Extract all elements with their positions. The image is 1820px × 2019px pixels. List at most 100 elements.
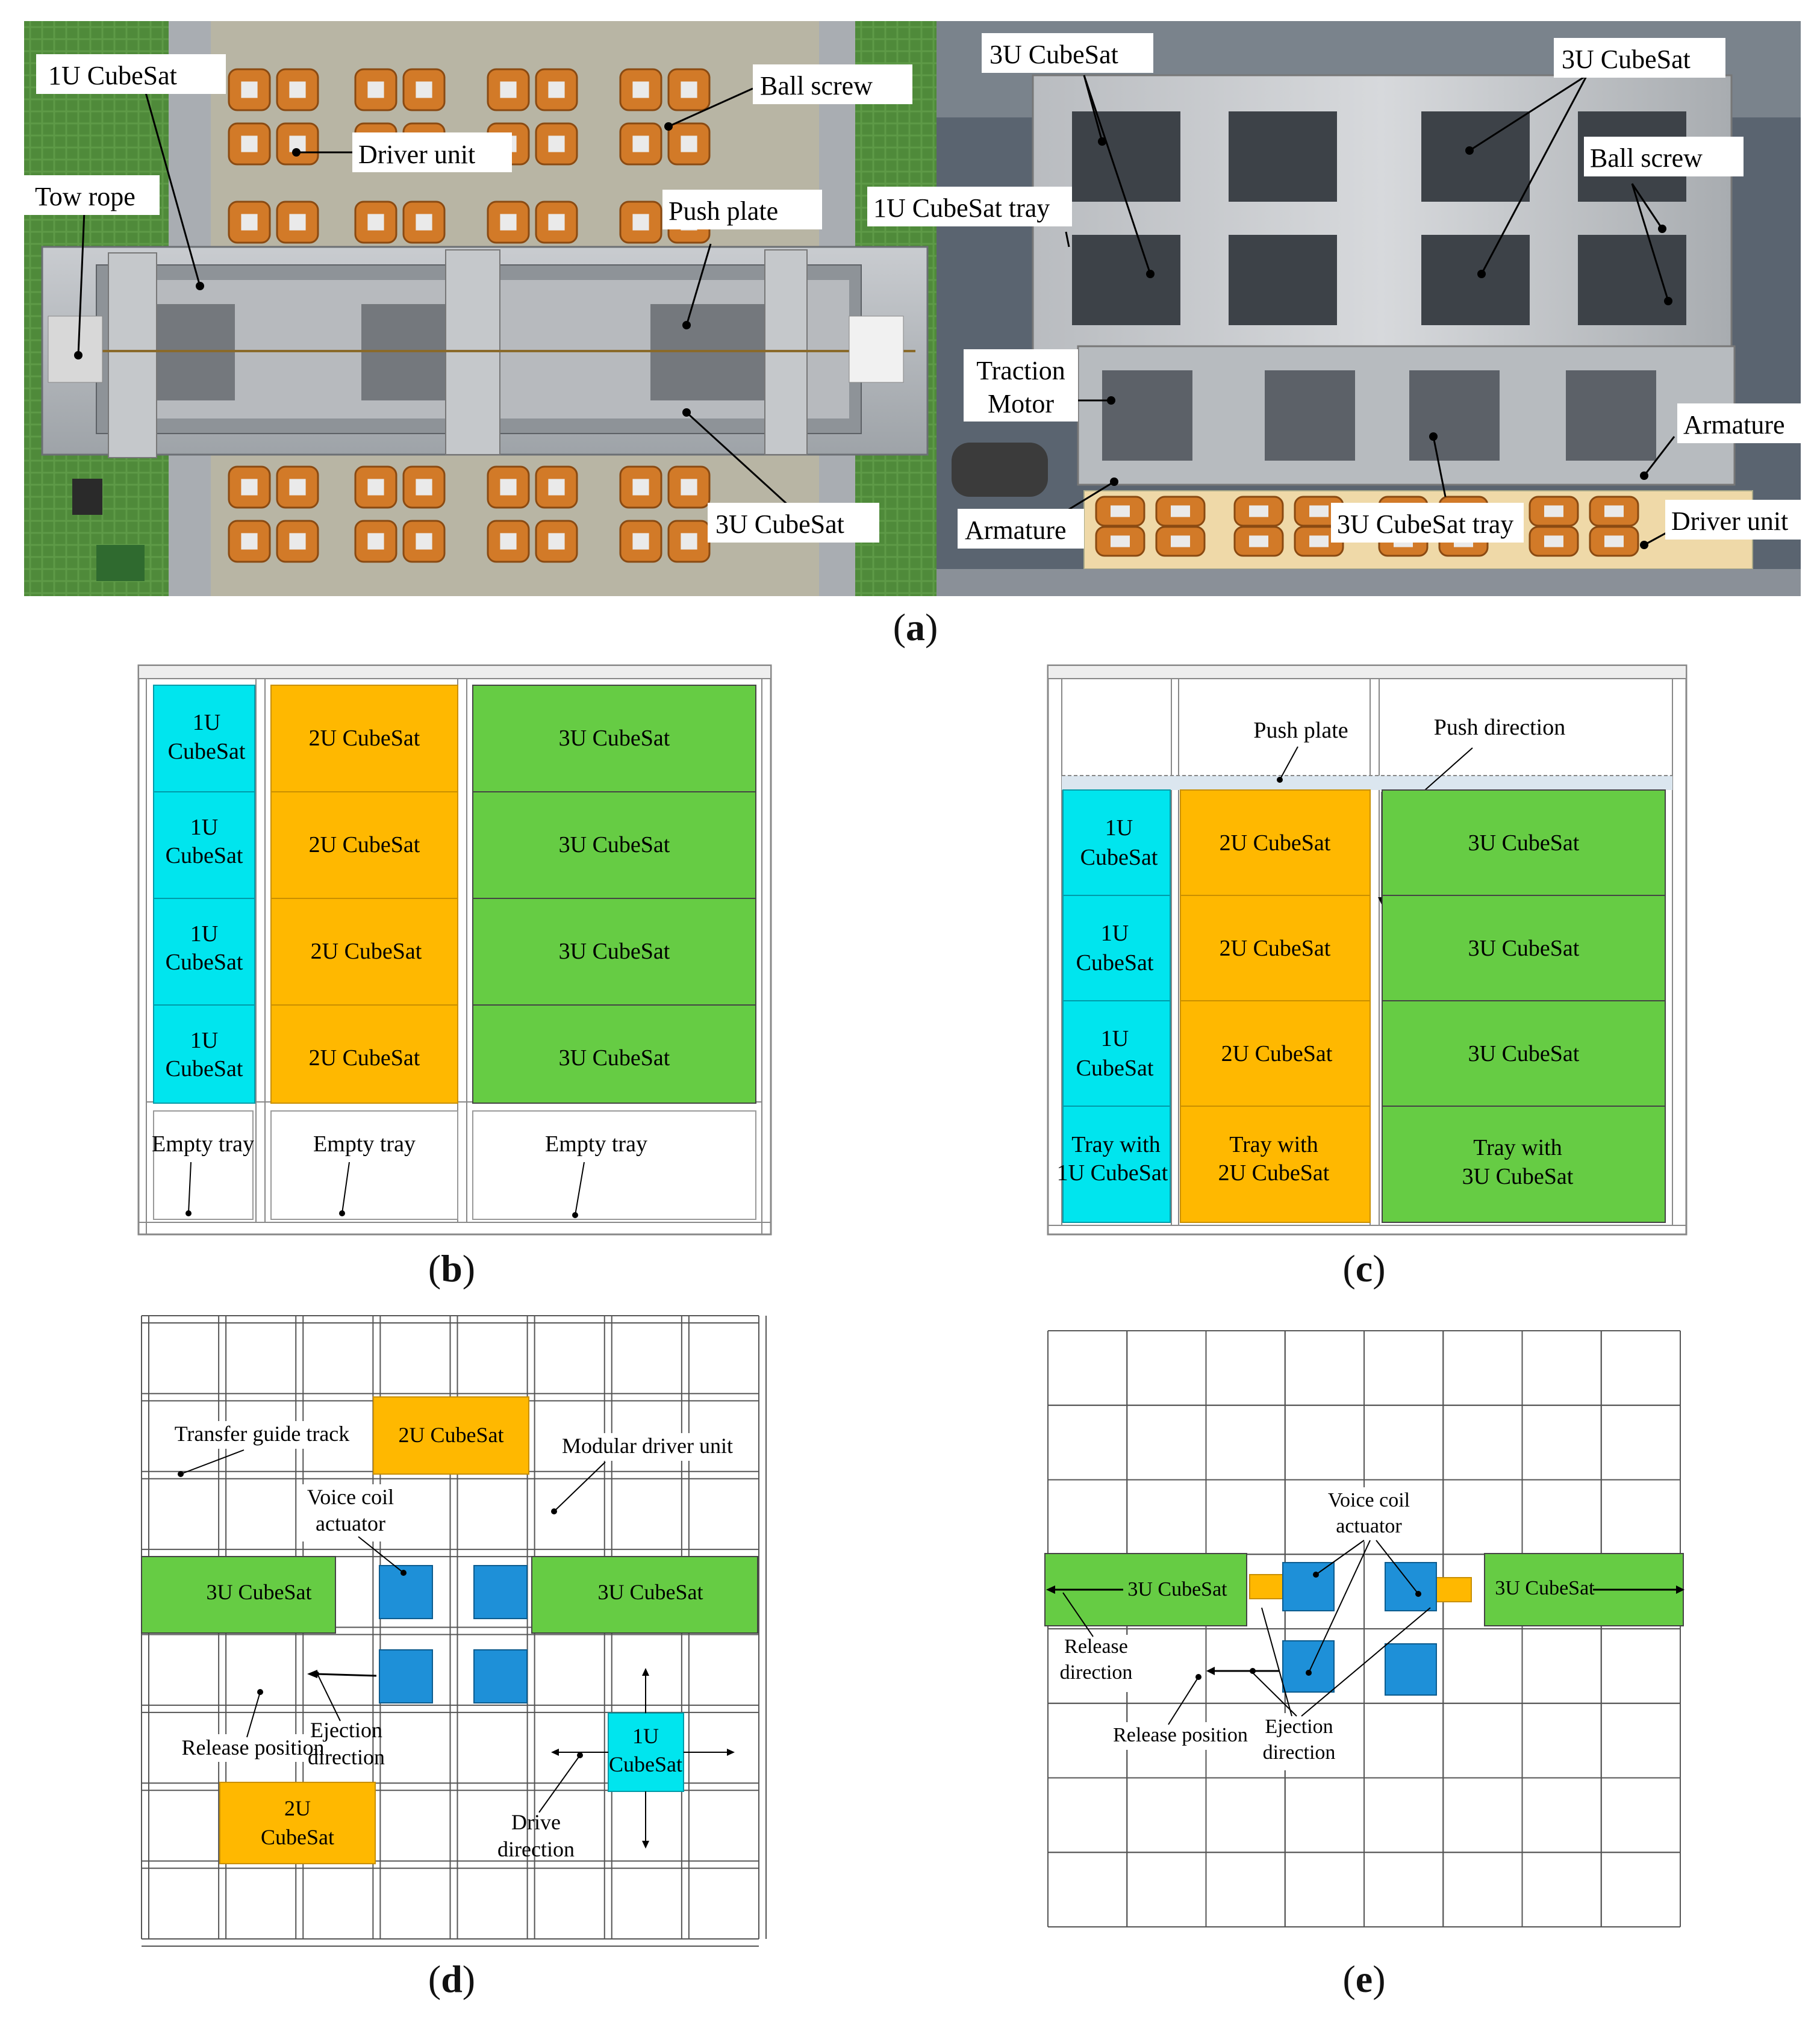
c-2u-2: 2U CubeSat: [1220, 936, 1331, 961]
b-col-1u: 1U CubeSat 1U CubeSat 1U CubeSat 1U Cube…: [153, 685, 255, 1104]
c-push-plate: Push plate: [1253, 718, 1348, 743]
e-voice-coil-2: actuator: [1336, 1515, 1402, 1537]
caption-c: (c): [1342, 1247, 1386, 1290]
d-2u-bottom-a: 2U: [284, 1796, 311, 1820]
e-armature-left: [1249, 1574, 1285, 1599]
e-coil-3: [1282, 1640, 1335, 1693]
d-3u-right: 3U CubeSat: [598, 1580, 703, 1604]
b-1u-1a: 1U: [193, 710, 220, 735]
label-driver-unit-right: Driver unit: [1671, 506, 1788, 536]
b-1u-4a: 1U: [190, 1028, 218, 1053]
c-col-3u: 3U CubeSat 3U CubeSat 3U CubeSat Tray wi…: [1382, 789, 1666, 1223]
label-ball-screw: Ball screw: [760, 71, 873, 101]
d-1u-a: 1U: [632, 1724, 659, 1748]
d-transfer-guide-track: Transfer guide track: [175, 1422, 350, 1446]
b-empty-3: Empty tray: [545, 1131, 647, 1157]
label-traction-2: Motor: [988, 389, 1054, 418]
panel-c-diagram: Push plate Push direction 1U CubeSat 1U …: [1045, 662, 1695, 1240]
c-3u-3: 3U CubeSat: [1468, 1041, 1580, 1066]
d-ejection-1: Ejection: [310, 1718, 382, 1742]
panel-d-diagram: 3U CubeSat 3U CubeSat 2U CubeSat 2U Cube…: [136, 1313, 768, 1951]
d-coil-4: [473, 1649, 528, 1703]
e-3u-right: 3U CubeSat: [1495, 1577, 1595, 1599]
b-1u-1b: CubeSat: [168, 739, 246, 764]
b-3u-2: 3U CubeSat: [559, 832, 670, 857]
panel-d-svg: 3U CubeSat 3U CubeSat 2U CubeSat 2U Cube…: [141, 1315, 767, 1947]
d-drive-2: direction: [497, 1837, 575, 1861]
panel-c-svg: Push plate Push direction 1U CubeSat 1U …: [1047, 664, 1688, 1236]
c-1u-3b: CubeSat: [1076, 1056, 1154, 1081]
label-3u-cubesat-r1: 3U CubeSat: [989, 40, 1118, 69]
c-1u-2a: 1U: [1101, 921, 1129, 946]
left-photo: [24, 21, 936, 596]
b-2u-4: 2U CubeSat: [309, 1045, 420, 1071]
c-tray-3u-b: 3U CubeSat: [1462, 1164, 1574, 1189]
label-1u-cubesat: 1U CubeSat: [48, 61, 177, 90]
panel-e-svg: 3U CubeSat 3U CubeSat Voice coil actuato…: [1044, 1330, 1684, 1927]
panel-a-left-labels: 1U CubeSat Tow rope Driver unit Ball scr…: [24, 54, 912, 543]
e-ejection-2: direction: [1263, 1741, 1336, 1764]
d-coil-3: [379, 1649, 433, 1703]
panel-e-diagram: 3U CubeSat 3U CubeSat Voice coil actuato…: [1039, 1325, 1701, 1939]
panel-a-svg: 1U CubeSat Tow rope Driver unit Ball scr…: [24, 21, 1807, 596]
c-3u-1: 3U CubeSat: [1468, 830, 1580, 856]
d-1u-b: CubeSat: [609, 1752, 682, 1776]
e-release-position: Release position: [1113, 1724, 1248, 1746]
panel-b-svg: 1U CubeSat 1U CubeSat 1U CubeSat 1U Cube…: [137, 664, 772, 1236]
e-3u-left: 3U CubeSat: [1127, 1578, 1227, 1601]
e-coil-2: [1385, 1562, 1437, 1611]
c-push-direction: Push direction: [1434, 715, 1565, 740]
b-empty-2: Empty tray: [313, 1131, 416, 1157]
b-1u-3a: 1U: [190, 921, 218, 947]
b-2u-3: 2U CubeSat: [311, 939, 422, 964]
d-drive-1: Drive: [511, 1810, 561, 1834]
d-2u-bottom-b: CubeSat: [261, 1825, 334, 1849]
c-tray-1u-a: Tray with: [1071, 1132, 1160, 1157]
panel-b-diagram: 1U CubeSat 1U CubeSat 1U CubeSat 1U Cube…: [136, 662, 777, 1240]
b-empty-1: Empty tray: [152, 1131, 254, 1157]
label-push-plate: Push plate: [668, 196, 778, 226]
label-3u-cubesat-left: 3U CubeSat: [715, 509, 844, 539]
b-1u-2a: 1U: [190, 815, 218, 840]
c-1u-1a: 1U: [1105, 815, 1133, 841]
c-1u-3a: 1U: [1101, 1026, 1129, 1051]
b-2u-2: 2U CubeSat: [309, 832, 420, 857]
e-release-2: direction: [1060, 1661, 1133, 1684]
c-2u-1: 2U CubeSat: [1220, 830, 1331, 856]
c-tray-2u-a: Tray with: [1229, 1132, 1318, 1157]
c-tray-1u-b: 1U CubeSat: [1057, 1160, 1168, 1186]
c-tray-3u-a: Tray with: [1473, 1135, 1562, 1160]
e-release-1: Release: [1064, 1635, 1128, 1658]
caption-e: (e): [1342, 1958, 1386, 2000]
c-1u-2b: CubeSat: [1076, 950, 1154, 975]
caption-a: (a): [893, 606, 938, 649]
c-1u-1b: CubeSat: [1080, 845, 1158, 870]
d-ejection-2: direction: [308, 1745, 385, 1769]
label-driver-unit: Driver unit: [358, 140, 475, 169]
label-armature-left: Armature: [965, 515, 1067, 545]
d-2u-top: 2U CubeSat: [399, 1423, 504, 1447]
label-armature-right: Armature: [1683, 410, 1785, 440]
panel-a-photo: 1U CubeSat Tow rope Driver unit Ball scr…: [24, 21, 1807, 596]
b-1u-3b: CubeSat: [166, 950, 243, 975]
e-guide-track-grid: [1047, 1330, 1681, 1927]
b-col-2u: 2U CubeSat 2U CubeSat 2U CubeSat 2U Cube…: [270, 685, 458, 1104]
e-coil-1: [1282, 1562, 1335, 1611]
label-ball-screw-right: Ball screw: [1590, 143, 1703, 173]
b-1u-4b: CubeSat: [166, 1056, 243, 1081]
e-armature-right: [1436, 1577, 1472, 1602]
e-coil-4: [1385, 1643, 1437, 1696]
b-3u-3: 3U CubeSat: [559, 939, 670, 964]
e-ejection-1: Ejection: [1265, 1716, 1333, 1738]
label-3u-tray: 3U CubeSat tray: [1337, 509, 1513, 539]
c-col-2u: 2U CubeSat 2U CubeSat 2U CubeSat Tray wi…: [1180, 789, 1371, 1223]
label-3u-cubesat-r2: 3U CubeSat: [1562, 45, 1691, 74]
d-coil-2: [473, 1565, 528, 1619]
b-3u-1: 3U CubeSat: [559, 726, 670, 751]
label-tow-rope: Tow rope: [35, 182, 136, 211]
c-2u-3: 2U CubeSat: [1221, 1041, 1333, 1066]
caption-d: (d): [428, 1958, 476, 2000]
caption-b: (b): [428, 1247, 476, 1290]
e-voice-coil-1: Voice coil: [1328, 1489, 1410, 1511]
d-release-position: Release position: [182, 1735, 325, 1759]
